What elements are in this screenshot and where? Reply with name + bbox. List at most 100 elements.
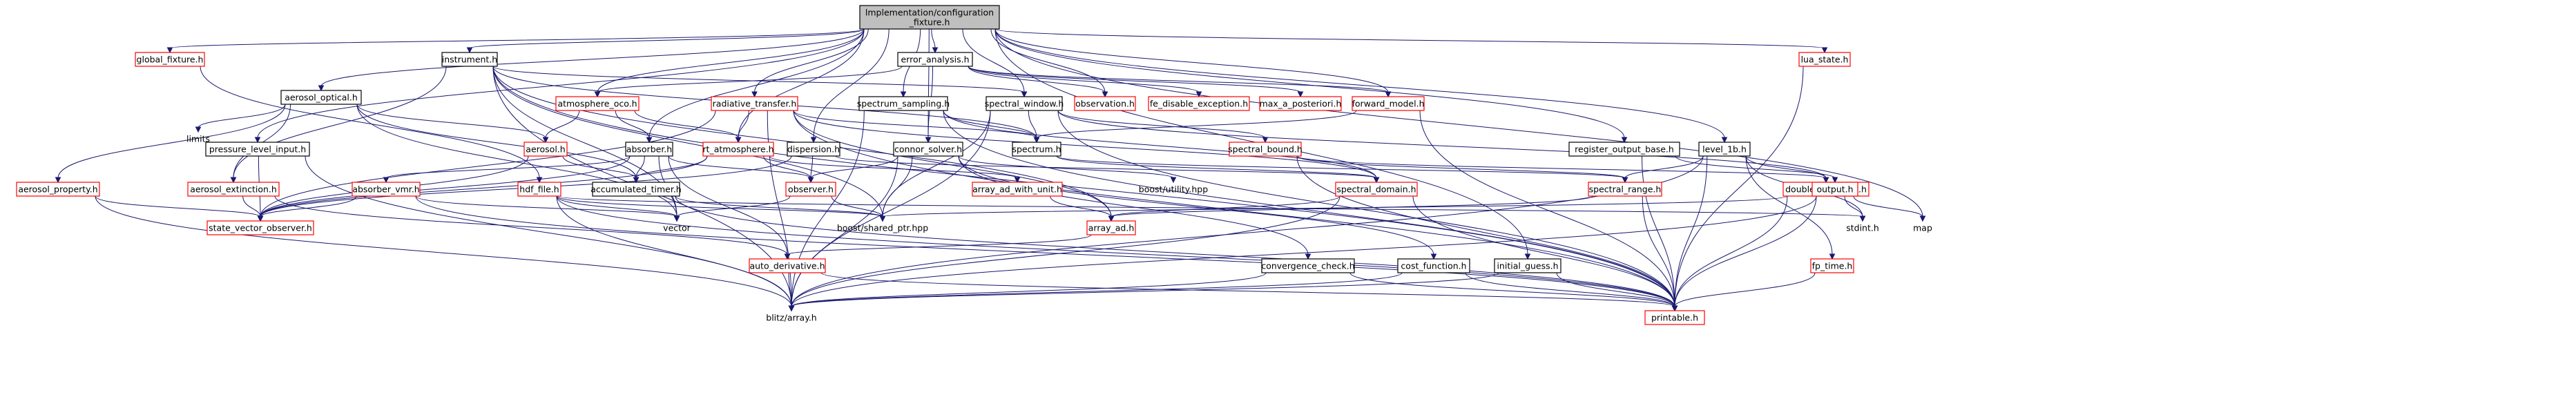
edge-root-to-instrument — [469, 28, 865, 49]
edge-array_ad-to-auto_derivative — [787, 234, 1092, 255]
node-label-forward_model: forward_model.h — [1352, 99, 1425, 109]
node-box-absorber — [625, 142, 673, 157]
node-spectral_bound[interactable]: spectral_bound.h — [1228, 142, 1303, 157]
edge-arrowhead-root-to-dispersion — [810, 137, 817, 144]
node-vector[interactable]: vector — [659, 221, 695, 235]
node-label-cost_function: cost_function.h — [1401, 261, 1466, 271]
node-auto_derivative[interactable]: auto_derivative.h — [749, 258, 826, 273]
edge-output-to-map — [1853, 195, 1923, 217]
edge-cost_function-to-blitz_array — [791, 272, 1403, 307]
edge-absorber-to-accumulated_timer — [635, 155, 645, 179]
node-spectrum[interactable]: spectrum.h — [1012, 142, 1061, 157]
edge-error_analysis-to-max_a_posteriori — [968, 66, 1301, 93]
node-label-aerosol_property: aerosol_property.h — [18, 184, 97, 195]
edge-forward_model-to-printable — [1419, 110, 1675, 307]
edge-arrowhead-atmosphere_oco-to-aerosol — [542, 137, 549, 144]
node-label-hdf_file: hdf_file.h — [519, 184, 559, 195]
edge-absorber_vmr-to-state_vector_observer — [260, 195, 357, 217]
edge-aerosol_property-to-blitz_array — [95, 195, 792, 307]
node-pressure_level_input[interactable]: pressure_level_input.h — [205, 142, 310, 157]
node-dispersion[interactable]: dispersion.h — [787, 142, 840, 157]
node-label-dispersion: dispersion.h — [787, 144, 840, 155]
edge-radiative_transfer-to-spectrum — [793, 110, 1037, 139]
edge-output-to-printable — [1674, 195, 1817, 307]
node-label-limits: limits — [186, 134, 210, 144]
node-aerosol_property[interactable]: aerosol_property.h — [16, 182, 100, 197]
edge-level_1b-to-spectral_range — [1624, 155, 1704, 179]
node-array_ad[interactable]: array_ad.h — [1086, 220, 1136, 235]
node-box-aerosol_extinction — [187, 182, 280, 197]
edge-arrowhead-level_1b-to-double_with_unit — [1823, 177, 1829, 184]
node-label-error_analysis: error_analysis.h — [901, 55, 969, 65]
edge-connor_solver-to-convergence_check — [958, 155, 1309, 255]
node-limits[interactable]: limits — [183, 132, 213, 146]
node-radiative_transfer[interactable]: radiative_transfer.h — [711, 96, 798, 111]
node-max_a_posteriori[interactable]: max_a_posteriori.h — [1259, 96, 1342, 111]
node-fe_disable_exception[interactable]: fe_disable_exception.h — [1148, 96, 1250, 111]
node-output[interactable]: output.h — [1811, 182, 1858, 197]
node-spectral_window[interactable]: spectral_window.h — [985, 96, 1064, 111]
edge-absorber-to-state_vector_observer — [260, 155, 631, 217]
node-spectrum_sampling[interactable]: spectrum_sampling.h — [857, 96, 950, 111]
node-boost_shared_ptr[interactable]: boost/shared_ptr.hpp — [834, 221, 931, 235]
node-box-state_vector_observer — [206, 220, 314, 235]
node-rt_atmosphere[interactable]: rt_atmosphere.h — [702, 142, 774, 157]
edge-absorber_vmr-to-printable — [415, 195, 1675, 307]
node-box-level_1b — [1698, 142, 1751, 157]
node-connor_solver[interactable]: connor_solver.h — [893, 142, 963, 157]
node-state_vector_observer[interactable]: state_vector_observer.h — [206, 220, 314, 235]
node-error_analysis[interactable]: error_analysis.h — [897, 52, 973, 67]
node-label-convergence_check: convergence_check.h — [1261, 261, 1354, 271]
node-convergence_check[interactable]: convergence_check.h — [1261, 258, 1355, 273]
node-box-spectral_window — [986, 96, 1063, 111]
node-box-root — [859, 5, 1000, 30]
edge-aerosol_optical-to-aerosol_property — [57, 104, 286, 179]
node-label-pressure_level_input: pressure_level_input.h — [209, 144, 306, 155]
edge-level_1b-to-printable — [1674, 155, 1708, 307]
node-root[interactable]: lmplementation/configuration_fixture.h — [859, 5, 1000, 30]
node-spectral_range[interactable]: spectral_range.h — [1588, 182, 1662, 197]
node-array_ad_with_unit[interactable]: array_ad_with_unit.h — [972, 182, 1063, 197]
edge-aerosol_extinction-to-state_vector_observer — [242, 195, 261, 217]
node-label-absorber: absorber.h — [626, 144, 672, 155]
node-blitz_array[interactable]: blitz/array.h — [760, 311, 823, 325]
node-aerosol_optical[interactable]: aerosol_optical.h — [280, 90, 362, 105]
node-observation[interactable]: observation.h — [1074, 96, 1136, 111]
node-printable[interactable]: printable.h — [1644, 310, 1705, 325]
node-register_output_base[interactable]: register_output_base.h — [1568, 142, 1680, 157]
node-map[interactable]: map — [1907, 221, 1938, 235]
node-stdint[interactable]: stdint.h — [1844, 221, 1881, 235]
node-absorber[interactable]: absorber.h — [625, 142, 673, 157]
node-absorber_vmr[interactable]: absorber_vmr.h — [352, 182, 421, 197]
edge-root-to-atmosphere_oco — [597, 28, 865, 93]
node-global_fixture[interactable]: global_fixture.h — [135, 52, 205, 67]
node-hdf_file[interactable]: hdf_file.h — [517, 182, 561, 197]
edge-arrowhead-rt_atmosphere-to-accumulated_timer — [633, 177, 640, 184]
node-atmosphere_oco[interactable]: atmosphere_oco.h — [555, 96, 640, 111]
edge-instrument-to-boost_shared_ptr — [492, 66, 883, 217]
node-boost_utility[interactable]: boost/utility.hpp — [1133, 182, 1213, 196]
node-initial_guess[interactable]: initial_guess.h — [1494, 258, 1561, 273]
edge-connor_solver-to-cost_function — [958, 155, 1434, 255]
node-spectral_domain[interactable]: spectral_domain.h — [1335, 182, 1418, 197]
edge-error_analysis-to-atmosphere_oco — [597, 66, 903, 93]
node-observer[interactable]: observer.h — [785, 182, 836, 197]
node-accumulated_timer[interactable]: accumulated_timer.h — [590, 182, 682, 197]
node-cost_function[interactable]: cost_function.h — [1397, 258, 1470, 273]
edge-arrowhead-error_analysis-to-forward_model — [1385, 91, 1392, 98]
node-lua_state[interactable]: lua_state.h — [1798, 52, 1851, 67]
edge-arrowhead-array_ad-to-auto_derivative — [784, 253, 791, 260]
node-aerosol[interactable]: aerosol.h — [523, 142, 568, 157]
edge-hdf_file-to-printable — [556, 195, 1675, 307]
edge-arrowhead-error_analysis-to-fe_disable_exception — [1195, 91, 1202, 98]
edge-level_1b-to-fp_time — [1745, 155, 1833, 255]
node-label-spectrum: spectrum.h — [1012, 144, 1061, 155]
node-box-error_analysis — [897, 52, 973, 67]
node-aerosol_extinction[interactable]: aerosol_extinction.h — [187, 182, 280, 197]
edge-rt_atmosphere-to-observer — [763, 155, 811, 179]
edge-error_analysis-to-forward_model — [968, 66, 1389, 93]
node-forward_model[interactable]: forward_model.h — [1352, 96, 1425, 111]
node-instrument[interactable]: instrument.h — [441, 52, 498, 67]
node-fp_time[interactable]: fp_time.h — [1810, 258, 1854, 273]
node-level_1b[interactable]: level_1b.h — [1698, 142, 1751, 157]
